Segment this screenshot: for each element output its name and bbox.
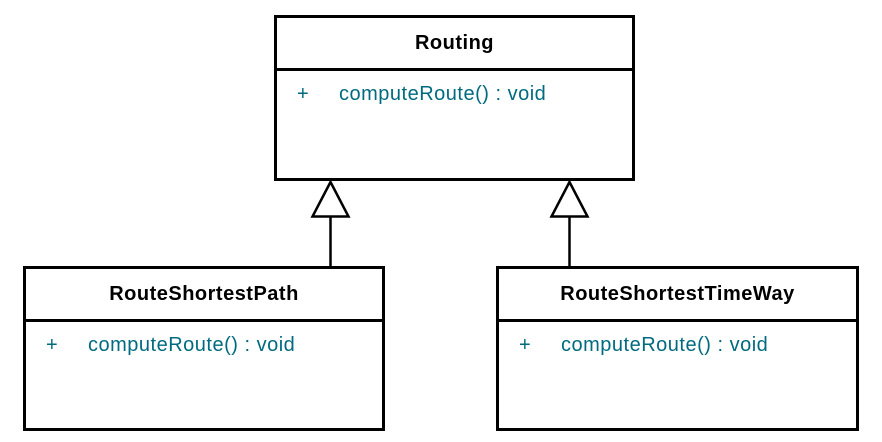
method-row: + computeRoute() : void bbox=[46, 334, 382, 357]
class-box-routeshortesttimeway: RouteShortestTimeWay + computeRoute() : v… bbox=[496, 266, 859, 431]
method-signature: computeRoute() : void bbox=[88, 334, 296, 356]
generalization-arrow-routeshortesttimeway-to-routing bbox=[549, 179, 590, 267]
method-signature: computeRoute() : void bbox=[339, 83, 547, 105]
hollow-triangle-icon bbox=[310, 179, 351, 218]
visibility-public-symbol: + bbox=[297, 83, 310, 105]
hollow-triangle-icon bbox=[549, 179, 590, 218]
class-name-routeshortesttimeway: RouteShortestTimeWay bbox=[499, 269, 856, 322]
method-row: + computeRoute() : void bbox=[519, 334, 856, 357]
class-box-routeshortestpath: RouteShortestPath + computeRoute() : void bbox=[23, 266, 385, 431]
method-row: + computeRoute() : void bbox=[297, 83, 632, 106]
class-name-routeshortestpath: RouteShortestPath bbox=[26, 269, 382, 322]
class-name-routing: Routing bbox=[277, 18, 632, 71]
method-signature: computeRoute() : void bbox=[561, 334, 769, 356]
methods-compartment: + computeRoute() : void bbox=[277, 71, 632, 106]
generalization-arrow-routeshortestpath-to-routing bbox=[310, 179, 351, 267]
methods-compartment: + computeRoute() : void bbox=[26, 322, 382, 357]
visibility-public-symbol: + bbox=[519, 334, 532, 356]
visibility-public-symbol: + bbox=[46, 334, 59, 356]
methods-compartment: + computeRoute() : void bbox=[499, 322, 856, 357]
class-box-routing: Routing + computeRoute() : void bbox=[274, 15, 635, 181]
